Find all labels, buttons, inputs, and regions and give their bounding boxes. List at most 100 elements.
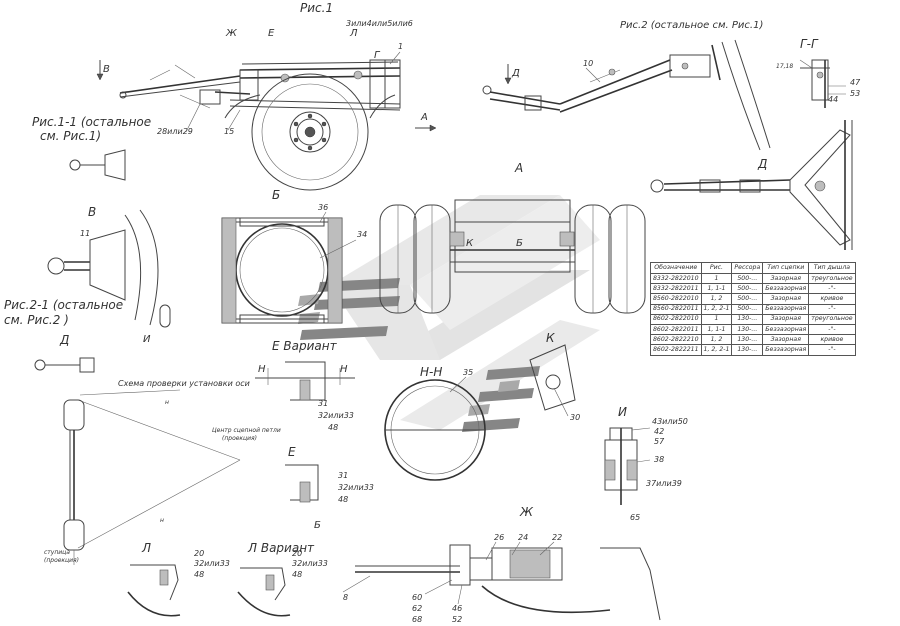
watermark-logo — [298, 195, 600, 432]
callout-20a: 20 — [194, 549, 204, 558]
mark-h1: н — [165, 399, 169, 406]
table-cell: 8602-2822210 — [650, 334, 702, 346]
callout-32or33d: 32или33 — [292, 559, 328, 568]
view-labels: Рис.1 Рис.2 (остальное см. Рис.1) Рис.1-… — [4, 1, 819, 564]
table-cell: -"- — [808, 283, 856, 295]
view-arrows — [96, 60, 512, 132]
fig2-label: Рис.2 (остальное см. Рис.1) — [620, 20, 763, 31]
table-cell: 8560-2822011 — [650, 303, 702, 315]
table-cell: 8332-2822011 — [650, 283, 702, 295]
table-cell: Беззазорная — [762, 283, 810, 295]
scheme-center-label: Центр сцепной петли — [212, 427, 281, 434]
table-cell: 8332-2822010 — [650, 272, 702, 285]
table-cell: Зазорная — [762, 272, 810, 285]
callout-11: 11 — [80, 229, 90, 238]
callout-8: 8 — [343, 593, 348, 602]
mark-i: И — [143, 334, 151, 345]
callout-53: 53 — [850, 89, 860, 98]
scheme-hub-label-1: ступица — [44, 549, 70, 556]
view-v-bracket — [47, 209, 171, 328]
scheme-proj-label: (проекция) — [222, 435, 257, 442]
view-g-label: Г-Г — [800, 37, 819, 51]
mark-b2: Б — [314, 520, 321, 531]
table-cell: 500-... — [731, 272, 764, 285]
mark-n-left: Н — [258, 364, 266, 375]
view-d-small — [34, 357, 95, 373]
table-cell: 1, 2 — [700, 334, 733, 346]
callout-10: 10 — [583, 59, 593, 68]
table-cell: 8602-2822011 — [650, 323, 702, 336]
view-zh-detail — [355, 544, 661, 621]
table-cell: 1, 2, 2-1 — [700, 344, 733, 356]
table-cell: Зазорная — [762, 313, 810, 325]
fig1-label: Рис.1 — [300, 1, 333, 15]
spec-table: Обозначение Рис. Рессора Тип сцепки Тип … — [650, 262, 856, 356]
table-cell: 500-... — [731, 283, 764, 295]
callout-65: 65 — [630, 513, 640, 522]
mark-a: А — [420, 112, 428, 123]
callout-1: 1 — [398, 42, 403, 51]
leader-lines — [185, 51, 651, 605]
callout-38: 38 — [654, 455, 664, 464]
table-cell: 1 — [700, 313, 733, 325]
fig2-drawbar — [482, 39, 771, 151]
table-cell: Зазорная — [762, 334, 810, 346]
callout-20b: 20 — [292, 549, 302, 558]
header-figure: Рис. — [700, 262, 733, 274]
table-cell: -"- — [808, 344, 856, 356]
table-cell: треугольное — [808, 313, 856, 325]
callout-numbers: 1 3или4или5или6 28или29 15 10 17,18 47 5… — [80, 19, 861, 624]
callout-15: 15 — [224, 127, 234, 136]
view-l-detail — [127, 564, 291, 617]
callout-46: 46 — [452, 604, 462, 613]
mark-e: Е — [268, 28, 275, 39]
view-k-detail — [529, 344, 576, 411]
callout-30: 30 — [570, 413, 580, 422]
callout-34: 34 — [357, 230, 367, 239]
callout-31b: 31 — [338, 471, 348, 480]
view-a-front — [379, 199, 646, 314]
mark-v: В — [103, 64, 110, 75]
mark-g: Г — [374, 50, 381, 61]
mark-zh: Ж — [225, 28, 238, 39]
fig1-side-view — [119, 59, 401, 191]
callout-32or33b: 32или33 — [338, 483, 374, 492]
callout-36: 36 — [318, 203, 328, 212]
view-d-small-label: Д — [59, 333, 69, 347]
callout-17-18: 17,18 — [776, 63, 793, 70]
callout-57: 57 — [654, 437, 665, 446]
header-drawbar-type: Тип дышла — [808, 262, 856, 274]
table-cell: 130-... — [731, 323, 764, 336]
callout-35: 35 — [463, 368, 473, 377]
callout-48b: 48 — [338, 495, 348, 504]
callout-44: 44 — [828, 95, 838, 104]
callout-24: 24 — [518, 533, 528, 542]
fig1-1-label-line1: Рис.1-1 (остальное — [32, 115, 151, 129]
callout-37or39: 37или39 — [646, 479, 682, 488]
table-cell: треугольное — [808, 272, 856, 285]
table-cell: 8602-2822211 — [650, 344, 702, 356]
callout-62: 62 — [412, 604, 422, 613]
view-a-label: А — [514, 161, 523, 175]
fig2-1-label-line1: Рис.2-1 (остальное — [4, 298, 123, 312]
table-cell: -"- — [808, 303, 856, 315]
callout-47: 47 — [850, 78, 861, 87]
view-e-detail — [285, 361, 326, 503]
callout-60: 60 — [412, 593, 422, 602]
view-l-label: Л — [141, 541, 151, 555]
view-i-label: И — [618, 405, 627, 419]
callout-48a: 48 — [328, 423, 338, 432]
table-cell: 1 — [700, 272, 733, 285]
table-cell: 500-... — [731, 303, 764, 315]
view-e-variant-label: Е Вариант — [272, 339, 338, 353]
table-cell: -"- — [808, 323, 856, 336]
axle-scheme — [63, 389, 241, 565]
header-spring: Рессора — [731, 262, 764, 274]
